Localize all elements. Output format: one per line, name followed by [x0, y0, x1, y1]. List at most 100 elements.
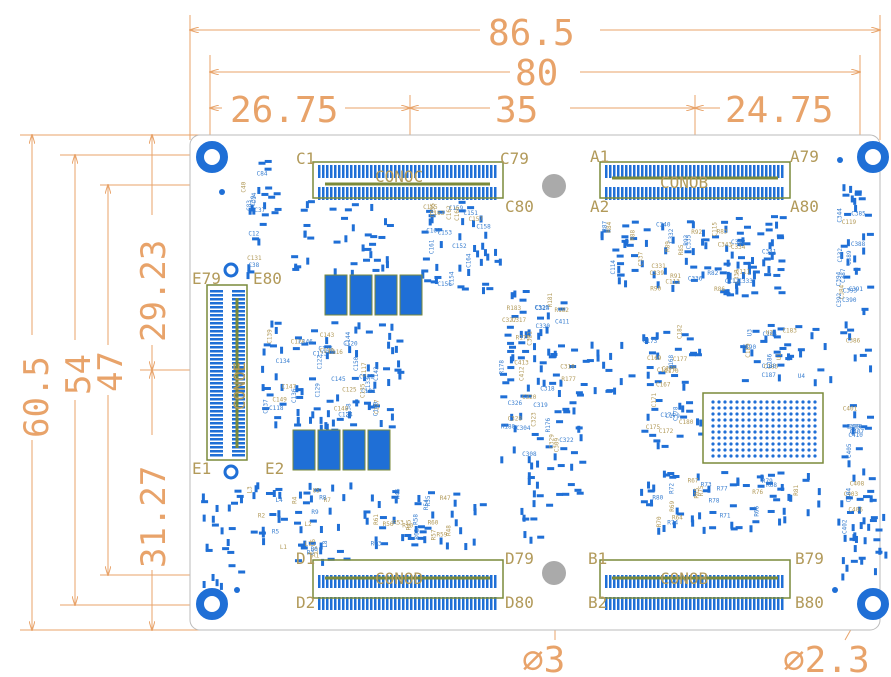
smd-pad: [397, 370, 405, 374]
smd-pad: [783, 516, 787, 524]
pin-e2: E2: [265, 459, 284, 478]
refdes-label: C160: [426, 228, 441, 235]
connector-pin: [617, 597, 620, 610]
bga-ball: [759, 406, 763, 410]
bga-ball: [795, 406, 799, 410]
smd-pad: [743, 225, 751, 229]
smd-pad: [846, 239, 850, 247]
bga-ball: [747, 424, 751, 428]
connector-pin: [232, 450, 245, 453]
smd-pad: [549, 381, 557, 385]
bga-ball: [741, 424, 745, 428]
smd-pad: [295, 385, 299, 393]
connector-pin: [741, 165, 744, 178]
smd-pads: [201, 159, 888, 590]
refdes-label: R77: [717, 486, 728, 493]
connector-pin: [382, 575, 385, 588]
smd-pad: [671, 374, 679, 378]
smd-pad: [678, 402, 682, 410]
smd-pad: [726, 271, 730, 279]
smd-pad: [264, 167, 272, 171]
smd-pad: [321, 558, 325, 566]
smd-pad: [737, 256, 745, 260]
connector-pin: [765, 575, 768, 588]
bga-ball: [723, 400, 727, 404]
connector-pin: [334, 575, 337, 588]
connector-pin: [346, 165, 349, 178]
smd-pad: [764, 273, 772, 277]
smd-pad: [676, 434, 684, 438]
smd-pad: [760, 339, 768, 343]
smd-pad: [747, 267, 751, 275]
connector-pin: [745, 575, 748, 588]
connector-pin: [398, 575, 401, 588]
connector-pin: [394, 597, 397, 610]
smd-pad: [769, 494, 777, 498]
connector-pin: [434, 187, 437, 200]
smd-pad: [795, 325, 803, 329]
smd-pad: [257, 238, 261, 246]
smd-pad: [351, 224, 355, 232]
smd-pad: [426, 209, 434, 213]
refdes-label: R63: [371, 540, 382, 547]
refdes-label: C324: [535, 305, 550, 312]
smd-pad: [319, 526, 323, 534]
smd-pad: [647, 481, 651, 489]
smd-pad: [842, 424, 850, 428]
connector-pin: [709, 597, 712, 610]
bga-ball: [759, 418, 763, 422]
refdes-label: C144: [345, 331, 352, 346]
smd-pad: [524, 394, 532, 398]
connector-pin: [426, 187, 429, 200]
smd-pad: [536, 377, 540, 385]
bga-ball: [801, 454, 805, 458]
smd-pad: [577, 425, 581, 433]
smd-pad: [294, 265, 302, 269]
bga-ball: [729, 424, 733, 428]
smd-pad: [510, 413, 514, 421]
refdes-label: C154: [448, 271, 455, 286]
smd-pad: [863, 537, 867, 545]
connector-pin: [210, 434, 223, 437]
connector-pin: [470, 187, 473, 200]
connector-pin: [665, 575, 668, 588]
connector-pin: [342, 187, 345, 200]
smd-pad: [845, 496, 853, 500]
smd-pad: [351, 376, 359, 380]
refdes-label: C179: [665, 413, 680, 420]
smd-pad: [548, 355, 556, 359]
smd-pad: [690, 278, 698, 282]
smd-pad: [829, 376, 833, 384]
connector-pin: [346, 597, 349, 610]
smd-pad: [767, 265, 771, 273]
refdes-label: L1: [280, 544, 288, 551]
refdes-label: R62: [414, 528, 421, 539]
smd-pad: [680, 415, 688, 419]
smd-pad: [458, 264, 462, 272]
smd-pad: [369, 242, 377, 246]
bga-ball: [729, 406, 733, 410]
pin-b79: B79: [795, 549, 824, 568]
connector-pin: [653, 165, 656, 178]
refdes-label: R56: [383, 521, 394, 528]
bga-ball: [741, 442, 745, 446]
smd-pad: [767, 473, 775, 477]
connector-pin: [689, 165, 692, 178]
connector-pin: [733, 597, 736, 610]
refdes-label: R68: [766, 482, 777, 489]
smd-pad: [252, 237, 260, 241]
connector-pin: [705, 165, 708, 178]
connector-pin: [478, 165, 481, 178]
smd-pad: [869, 519, 877, 523]
smd-pad: [261, 530, 265, 538]
smd-pad: [856, 497, 864, 501]
bga-ball: [765, 418, 769, 422]
smd-pad: [363, 511, 367, 519]
smd-pad: [435, 228, 443, 232]
smd-pad: [858, 197, 866, 201]
connector-pin: [781, 165, 784, 178]
smd-pad: [882, 513, 886, 521]
smd-pad: [751, 257, 755, 265]
smd-pad: [866, 232, 874, 236]
connector-pin: [382, 597, 385, 610]
